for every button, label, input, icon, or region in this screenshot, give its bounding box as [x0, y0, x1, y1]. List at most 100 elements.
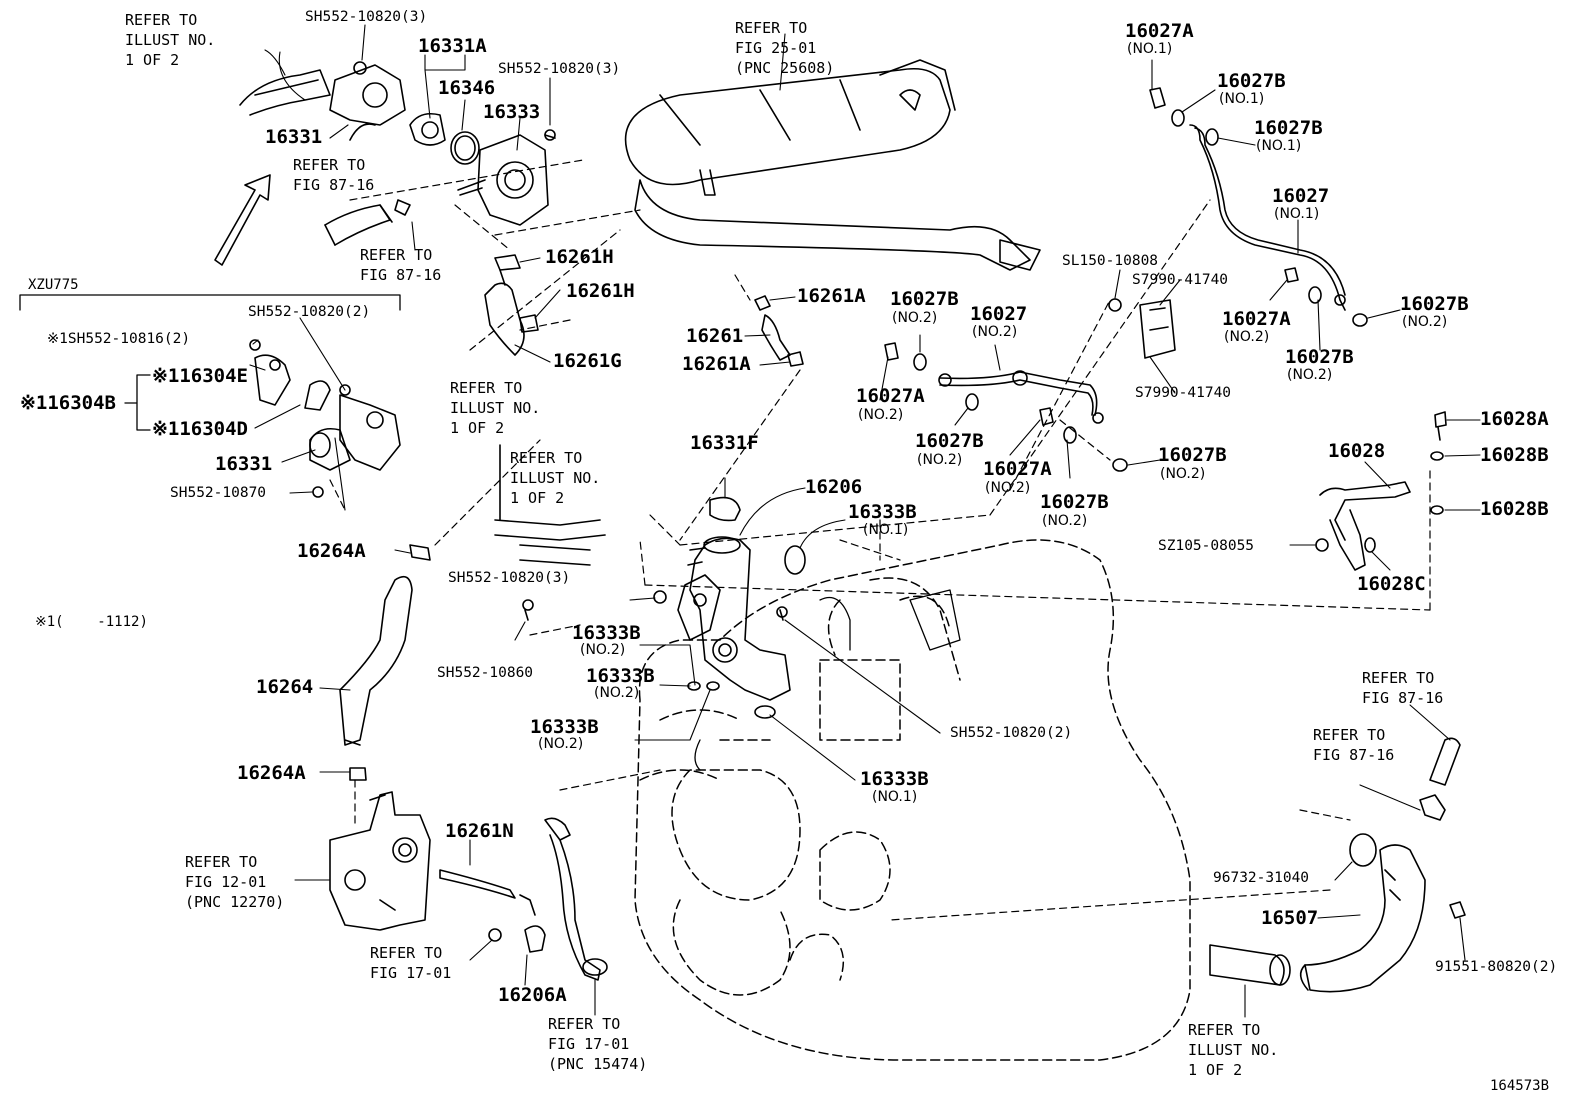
part-16027A-no1: 16027A	[1125, 20, 1194, 42]
part-16333B-no2-b: 16333B	[586, 665, 655, 687]
part-16261H-b: 16261H	[566, 280, 635, 302]
model-code: XZU775	[28, 277, 79, 293]
part-s7990-41740-b: S7990-41740	[1135, 385, 1232, 401]
water-outlet-center	[522, 496, 806, 719]
sub-16333B-no2-a: (NO.2)	[580, 642, 626, 658]
ref-fig87-right-b: REFER TO FIG 87-16	[1313, 726, 1395, 764]
part-16304E: ※116304E	[152, 365, 248, 387]
part-sh552-10820-3-mid: SH552-10820(3)	[448, 570, 571, 586]
engine-block	[634, 539, 1191, 1061]
part-16027B-no2-m2: 16027B	[915, 430, 984, 452]
ref-fig17-a: REFER TO FIG 17-01	[370, 944, 452, 982]
thermostat-housing-group	[239, 61, 556, 226]
direction-arrow	[214, 174, 271, 266]
part-16027A-no2-m: 16027A	[856, 385, 925, 407]
ref-fig25: REFER TO FIG 25-01 (PNC 25608)	[735, 19, 835, 77]
part-16027B-no2-m1: 16027B	[890, 288, 959, 310]
part-16027B-no2-m3: 16027B	[1040, 491, 1109, 513]
reference-lines	[329, 159, 1431, 921]
part-sh552-10860: SH552-10860	[437, 665, 534, 681]
bypass-pipe-center	[494, 444, 606, 566]
part-16206: 16206	[805, 476, 863, 498]
part-16027B-no2-r2: 16027B	[1285, 346, 1354, 368]
pipe-16027-no1	[1149, 87, 1368, 327]
part-16346: 16346	[438, 77, 496, 99]
part-16027B-no2-m4: 16027B	[1158, 444, 1227, 466]
part-16261N: 16261N	[445, 820, 514, 842]
part-sh552-10820-3-right: SH552-10820(3)	[498, 61, 621, 77]
part-sz105-08055: SZ105-08055	[1158, 538, 1255, 554]
part-16331F: 16331F	[690, 432, 759, 454]
sub-16027B-no1-a: (NO.1)	[1219, 91, 1265, 107]
part-16027-no2: 16027	[970, 303, 1028, 325]
sub-16027A-no2-r: (NO.2)	[1224, 329, 1270, 345]
part-16261H-a: 16261H	[545, 246, 614, 268]
water-pump-housing	[329, 791, 431, 931]
part-sh552-10870: SH552-10870	[170, 485, 267, 501]
sub-16027B-no2-r2: (NO.2)	[1287, 367, 1333, 383]
sub-16333B-no2-c: (NO.2)	[538, 736, 584, 752]
sub-16027-no2: (NO.2)	[972, 324, 1018, 340]
part-16264A-b: 16264A	[237, 762, 306, 784]
sub-16027A-no2-m2: (NO.2)	[985, 480, 1031, 496]
part-16027B-no1-a: 16027B	[1217, 70, 1286, 92]
sub-16333B-no2-b: (NO.2)	[594, 685, 640, 701]
part-16028B-a: 16028B	[1480, 444, 1549, 466]
egr-cooler	[624, 59, 1041, 271]
part-16304B: ※116304B	[20, 392, 116, 414]
ref-illust-center: REFER TO ILLUST NO. 1 OF 2	[510, 449, 601, 507]
part-16027B-no2-r1: 16027B	[1400, 293, 1469, 315]
part-16261A-b: 16261A	[682, 353, 751, 375]
hose-16261N	[439, 869, 546, 953]
part-sl150-10808: SL150-10808	[1062, 253, 1159, 269]
part-91551-80820: 91551-80820(2)	[1435, 959, 1558, 975]
part-16333B-no1-a: 16333B	[848, 501, 917, 523]
sub-16027B-no1-b: (NO.1)	[1256, 138, 1302, 154]
part-16027-no1: 16027	[1272, 185, 1330, 207]
sub-16027A-no2-m: (NO.2)	[858, 407, 904, 423]
sub-16027B-no2-r1: (NO.2)	[1402, 314, 1448, 330]
part-16507: 16507	[1261, 907, 1319, 929]
sub-16027-no1: (NO.1)	[1274, 206, 1320, 222]
part-16331A: 16331A	[418, 35, 487, 57]
water-outlet-group	[249, 339, 401, 498]
part-16261G: 16261G	[553, 350, 622, 372]
sub-16027B-no2-m2: (NO.2)	[917, 452, 963, 468]
part-16331-grp: 16331	[215, 453, 273, 475]
oil-pipe	[544, 817, 608, 981]
part-16264A-a: 16264A	[297, 540, 366, 562]
ref-illust-top: REFER TO ILLUST NO. 1 OF 2	[125, 11, 216, 69]
ref-fig87-b: REFER TO FIG 87-16	[360, 246, 442, 284]
sub-16333B-no1-b: (NO.1)	[872, 789, 918, 805]
sub-16027B-no2-m3: (NO.2)	[1042, 513, 1088, 529]
part-16304D: ※116304D	[152, 418, 248, 440]
sub-16027B-no2-m1: (NO.2)	[892, 310, 938, 326]
hose-16507-group	[1209, 737, 1466, 993]
bypass-hose-group	[484, 254, 539, 356]
hose-16264	[339, 544, 431, 781]
part-sh552-10820-2-grp: SH552-10820(2)	[248, 304, 371, 320]
part-16027B-no1-b: 16027B	[1254, 117, 1323, 139]
part-sh552-10816-2: ※1SH552-10816(2)	[47, 331, 191, 347]
part-s7990-41740-a: S7990-41740	[1132, 272, 1229, 288]
ref-illust-mid: REFER TO ILLUST NO. 1 OF 2	[450, 379, 541, 437]
part-16028B-b: 16028B	[1480, 498, 1549, 520]
part-16027A-no2-m2: 16027A	[983, 458, 1052, 480]
part-sh552-10820-3-top: SH552-10820(3)	[305, 9, 428, 25]
part-16028A: 16028A	[1480, 408, 1549, 430]
part-16027A-no2-r: 16027A	[1222, 308, 1291, 330]
part-16264: 16264	[256, 676, 314, 698]
footnote: ※1( -1112)	[35, 614, 148, 630]
part-16333: 16333	[483, 101, 541, 123]
part-96732-31040: 96732-31040	[1213, 870, 1310, 886]
part-16333B-no2-a: 16333B	[572, 622, 641, 644]
ref-fig87-a: REFER TO FIG 87-16	[293, 156, 375, 194]
pipe-16027-no2	[884, 298, 1176, 472]
sub-16333B-no1-a: (NO.1)	[863, 522, 909, 538]
part-16261: 16261	[686, 325, 744, 347]
part-16028: 16028	[1328, 440, 1386, 462]
model-bracket	[19, 294, 401, 431]
part-16331-top: 16331	[265, 126, 323, 148]
